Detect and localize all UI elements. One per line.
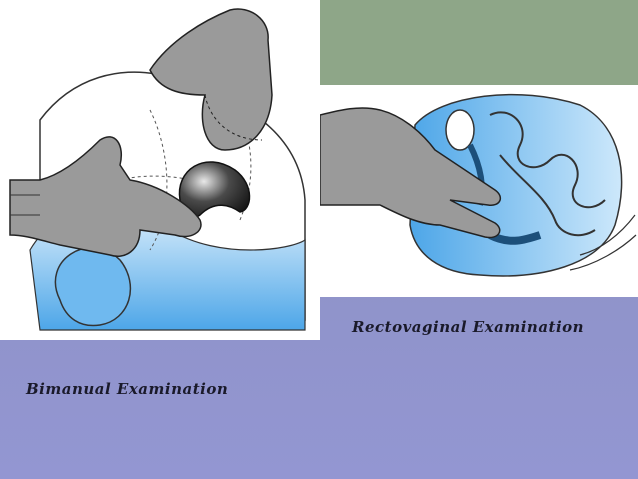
green-accent-block (320, 0, 638, 85)
rectovaginal-caption: Rectovaginal Examination (352, 318, 585, 336)
bimanual-caption: Bimanual Examination (26, 380, 229, 398)
rectovaginal-illustration (320, 93, 637, 277)
bimanual-illustration (9, 8, 306, 331)
